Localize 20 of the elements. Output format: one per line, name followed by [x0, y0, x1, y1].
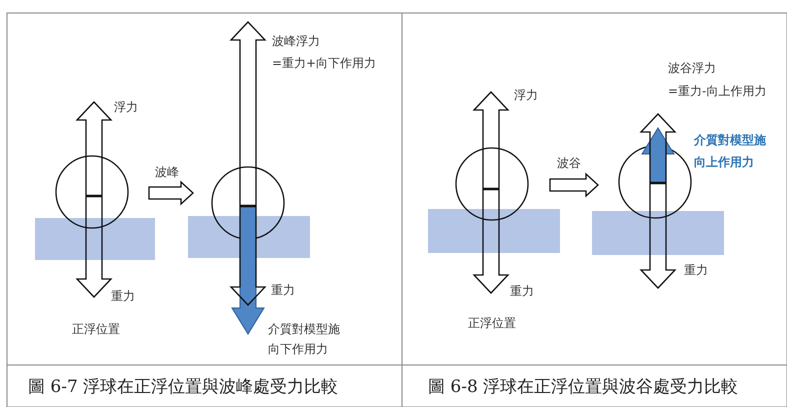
- formula-label: =重力-向上作用力: [668, 84, 766, 98]
- position-label: 正浮位置: [468, 316, 516, 330]
- wave-label: 波谷: [557, 156, 581, 170]
- force-label: 介質對模型施: [268, 322, 340, 336]
- figure-caption: 圖 6-8 浮球在正浮位置與波谷處受力比較: [428, 377, 738, 397]
- force-label: 向上作用力: [694, 155, 754, 169]
- force-label: 浮力: [514, 88, 538, 102]
- position-label: 正浮位置: [72, 322, 120, 336]
- force-label: 波谷浮力: [668, 61, 716, 75]
- force-label: 向下作用力: [268, 342, 328, 356]
- force-label: 介質對模型施: [694, 133, 766, 147]
- force-label: 重力: [510, 284, 534, 298]
- force-label: 波峰浮力: [272, 34, 320, 48]
- force-label: 重力: [684, 263, 708, 277]
- wave-label: 波峰: [155, 165, 179, 179]
- force-label: 浮力: [114, 100, 138, 114]
- force-label: 重力: [111, 289, 135, 303]
- force-label: 重力: [271, 283, 295, 297]
- formula-label: =重力+向下作用力: [272, 56, 376, 70]
- figure-caption: 圖 6-7 浮球在正浮位置與波峰處受力比較: [28, 377, 338, 397]
